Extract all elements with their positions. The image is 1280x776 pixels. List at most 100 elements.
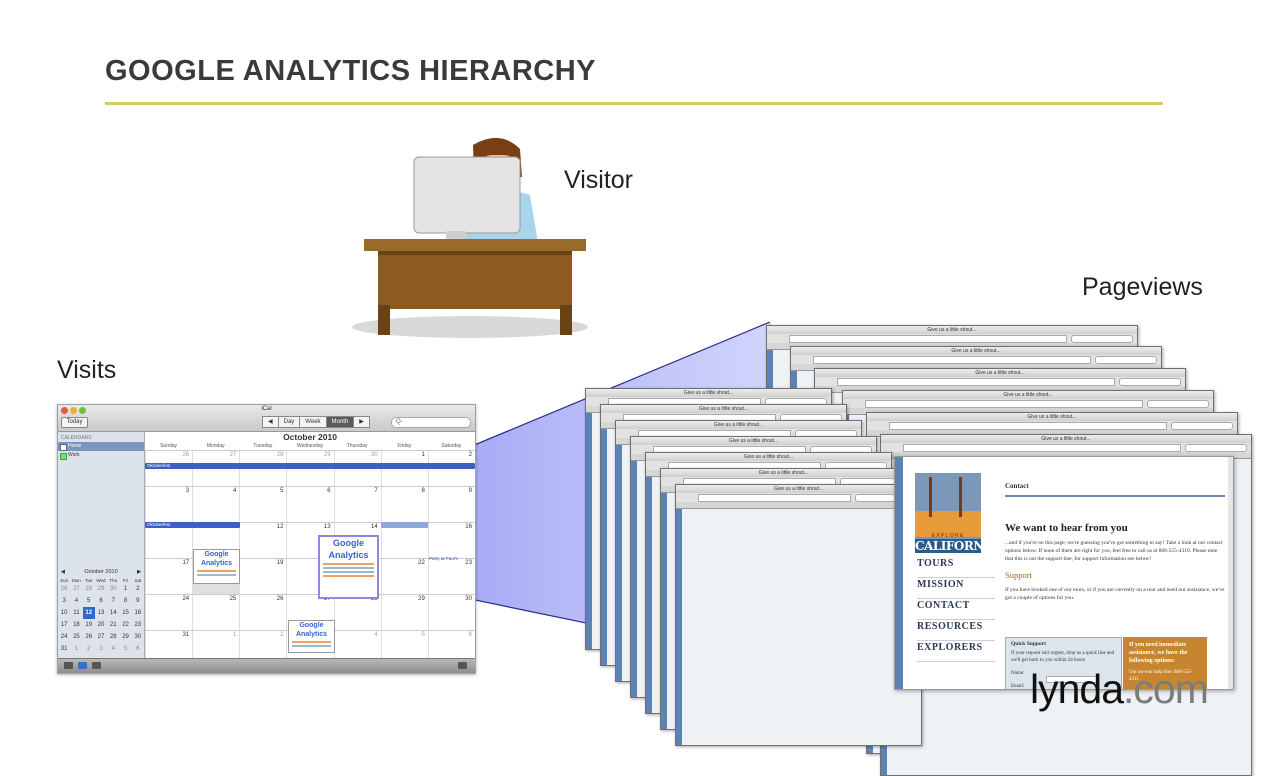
mini-day[interactable]: 4 — [74, 598, 79, 604]
day-cell[interactable]: 2 — [427, 451, 475, 487]
mini-day[interactable]: 11 — [73, 610, 80, 616]
calendar-item-home[interactable]: Home — [58, 442, 144, 451]
day-cell[interactable]: 12 — [239, 523, 286, 559]
event-thumbnail[interactable]: Google Analytics — [193, 549, 240, 584]
address-bar[interactable] — [815, 377, 1185, 386]
mini-next-icon[interactable]: ▶ — [137, 569, 141, 575]
day-cell[interactable]: 6 — [286, 487, 333, 523]
mini-day[interactable]: 27 — [97, 634, 105, 640]
day-cell[interactable]: 15 — [380, 523, 428, 559]
address-bar[interactable] — [676, 493, 921, 502]
mini-day[interactable]: 7 — [111, 598, 115, 604]
mini-day[interactable]: 17 — [60, 622, 68, 628]
mini-day[interactable]: 29 — [122, 634, 129, 640]
mini-day[interactable]: 16 — [134, 610, 142, 616]
list-icon[interactable] — [78, 662, 87, 669]
prev-button[interactable]: ◀ — [262, 416, 279, 428]
day-cell[interactable]: 1 — [380, 451, 428, 487]
event-thumbnail[interactable]: Google Analytics — [288, 620, 335, 653]
event-oktoberfest[interactable]: Oktoberfest — [145, 522, 240, 528]
mini-day[interactable]: 3 — [99, 646, 103, 652]
mini-day[interactable]: 30 — [109, 586, 117, 592]
mini-day[interactable]: 6 — [136, 646, 140, 652]
mini-day[interactable]: 20 — [97, 622, 105, 628]
mini-day[interactable]: 23 — [134, 622, 142, 628]
day-cell[interactable]: 1 — [192, 631, 239, 667]
mini-day[interactable]: 10 — [60, 610, 68, 616]
day-cell[interactable]: 19 — [239, 559, 286, 595]
day-cell[interactable]: 5 — [239, 487, 286, 523]
day-cell[interactable]: 8 — [380, 487, 428, 523]
mini-day[interactable]: 28 — [109, 634, 117, 640]
mini-day[interactable]: 14 — [109, 610, 117, 616]
scrollbar[interactable] — [1228, 457, 1233, 689]
day-cell[interactable]: 5 — [380, 631, 428, 667]
day-cell[interactable]: 13 — [286, 523, 333, 559]
day-cell[interactable]: 17 — [145, 559, 192, 595]
nav-explorers[interactable]: EXPLORERS — [917, 641, 995, 662]
day-cell[interactable]: 16 — [427, 523, 475, 559]
mini-day[interactable]: 21 — [109, 622, 117, 628]
day-cell[interactable]: 10 — [145, 523, 192, 559]
day-cell[interactable]: 26 — [239, 595, 286, 631]
address-bar[interactable] — [881, 443, 1251, 452]
nav-mission[interactable]: MISSION — [917, 578, 995, 599]
mail-icon[interactable] — [92, 662, 101, 669]
day-cell[interactable]: 29 — [380, 595, 428, 631]
explore-california-logo[interactable]: EXPLORE CALIFORNIA — [915, 473, 998, 553]
day-cell[interactable]: 4 — [192, 487, 239, 523]
mini-day[interactable]: 1 — [74, 646, 79, 652]
address-bar[interactable] — [767, 334, 1137, 343]
day-cell[interactable]: 22 — [380, 559, 428, 595]
mini-day[interactable]: 12 — [82, 607, 95, 619]
mini-day[interactable]: 29 — [97, 586, 105, 592]
day-cell[interactable]: 30 — [427, 595, 475, 631]
mini-day[interactable]: 19 — [85, 622, 93, 628]
mini-day[interactable]: 27 — [73, 586, 80, 592]
mini-prev-icon[interactable]: ◀ — [61, 569, 65, 575]
mini-day[interactable]: 9 — [136, 598, 140, 604]
mini-day[interactable]: 26 — [60, 586, 68, 592]
mini-day[interactable]: 5 — [87, 598, 91, 604]
today-button[interactable]: Today — [61, 417, 88, 428]
next-button[interactable]: ▶ — [353, 416, 370, 428]
nav-tours[interactable]: TOURS — [917, 557, 995, 578]
day-cell[interactable]: 3 — [145, 487, 192, 523]
day-cell[interactable]: 29 — [286, 451, 333, 487]
selected-event-thumbnail[interactable]: Google Analytics — [318, 535, 379, 599]
calendar-item-work[interactable]: Work — [58, 451, 144, 460]
zoom-button[interactable] — [79, 407, 86, 414]
day-cell[interactable]: 25 — [192, 595, 239, 631]
mini-day[interactable]: 15 — [122, 610, 129, 616]
address-bar[interactable] — [843, 399, 1213, 408]
mini-day[interactable]: 2 — [87, 646, 91, 652]
day-cell[interactable]: 28 — [239, 451, 286, 487]
day-cell[interactable]: 6 — [427, 631, 475, 667]
day-view-button[interactable]: Day — [277, 416, 301, 428]
event-oktoberfest[interactable]: Oktoberfest — [145, 463, 475, 469]
calendar-icon[interactable] — [64, 662, 73, 669]
mini-day[interactable]: 25 — [73, 634, 80, 640]
mini-day[interactable]: 18 — [73, 622, 80, 628]
mini-day[interactable]: 31 — [60, 646, 68, 652]
event-party[interactable]: Party at Paul's — [429, 556, 458, 561]
mini-day[interactable]: 30 — [134, 634, 142, 640]
day-cell[interactable]: 31 — [145, 631, 192, 667]
mini-day[interactable]: 26 — [85, 634, 93, 640]
day-cell[interactable]: 27 — [286, 595, 333, 631]
mini-day[interactable]: 2 — [136, 586, 140, 592]
mini-day[interactable]: 4 — [111, 646, 115, 652]
checkbox-icon[interactable] — [60, 453, 67, 460]
address-bar[interactable] — [791, 355, 1161, 364]
name-field[interactable] — [1046, 676, 1098, 683]
day-cell[interactable]: 23 — [427, 559, 475, 595]
mini-day[interactable]: 8 — [123, 598, 128, 604]
mini-day[interactable]: 5 — [123, 646, 128, 652]
close-button[interactable] — [61, 407, 68, 414]
mini-day[interactable]: 22 — [122, 622, 129, 628]
mini-day[interactable]: 6 — [99, 598, 103, 604]
minimize-button[interactable] — [70, 407, 77, 414]
day-cell[interactable]: 2 — [239, 631, 286, 667]
checkbox-icon[interactable] — [60, 444, 67, 451]
day-cell[interactable]: 28 — [333, 595, 381, 631]
